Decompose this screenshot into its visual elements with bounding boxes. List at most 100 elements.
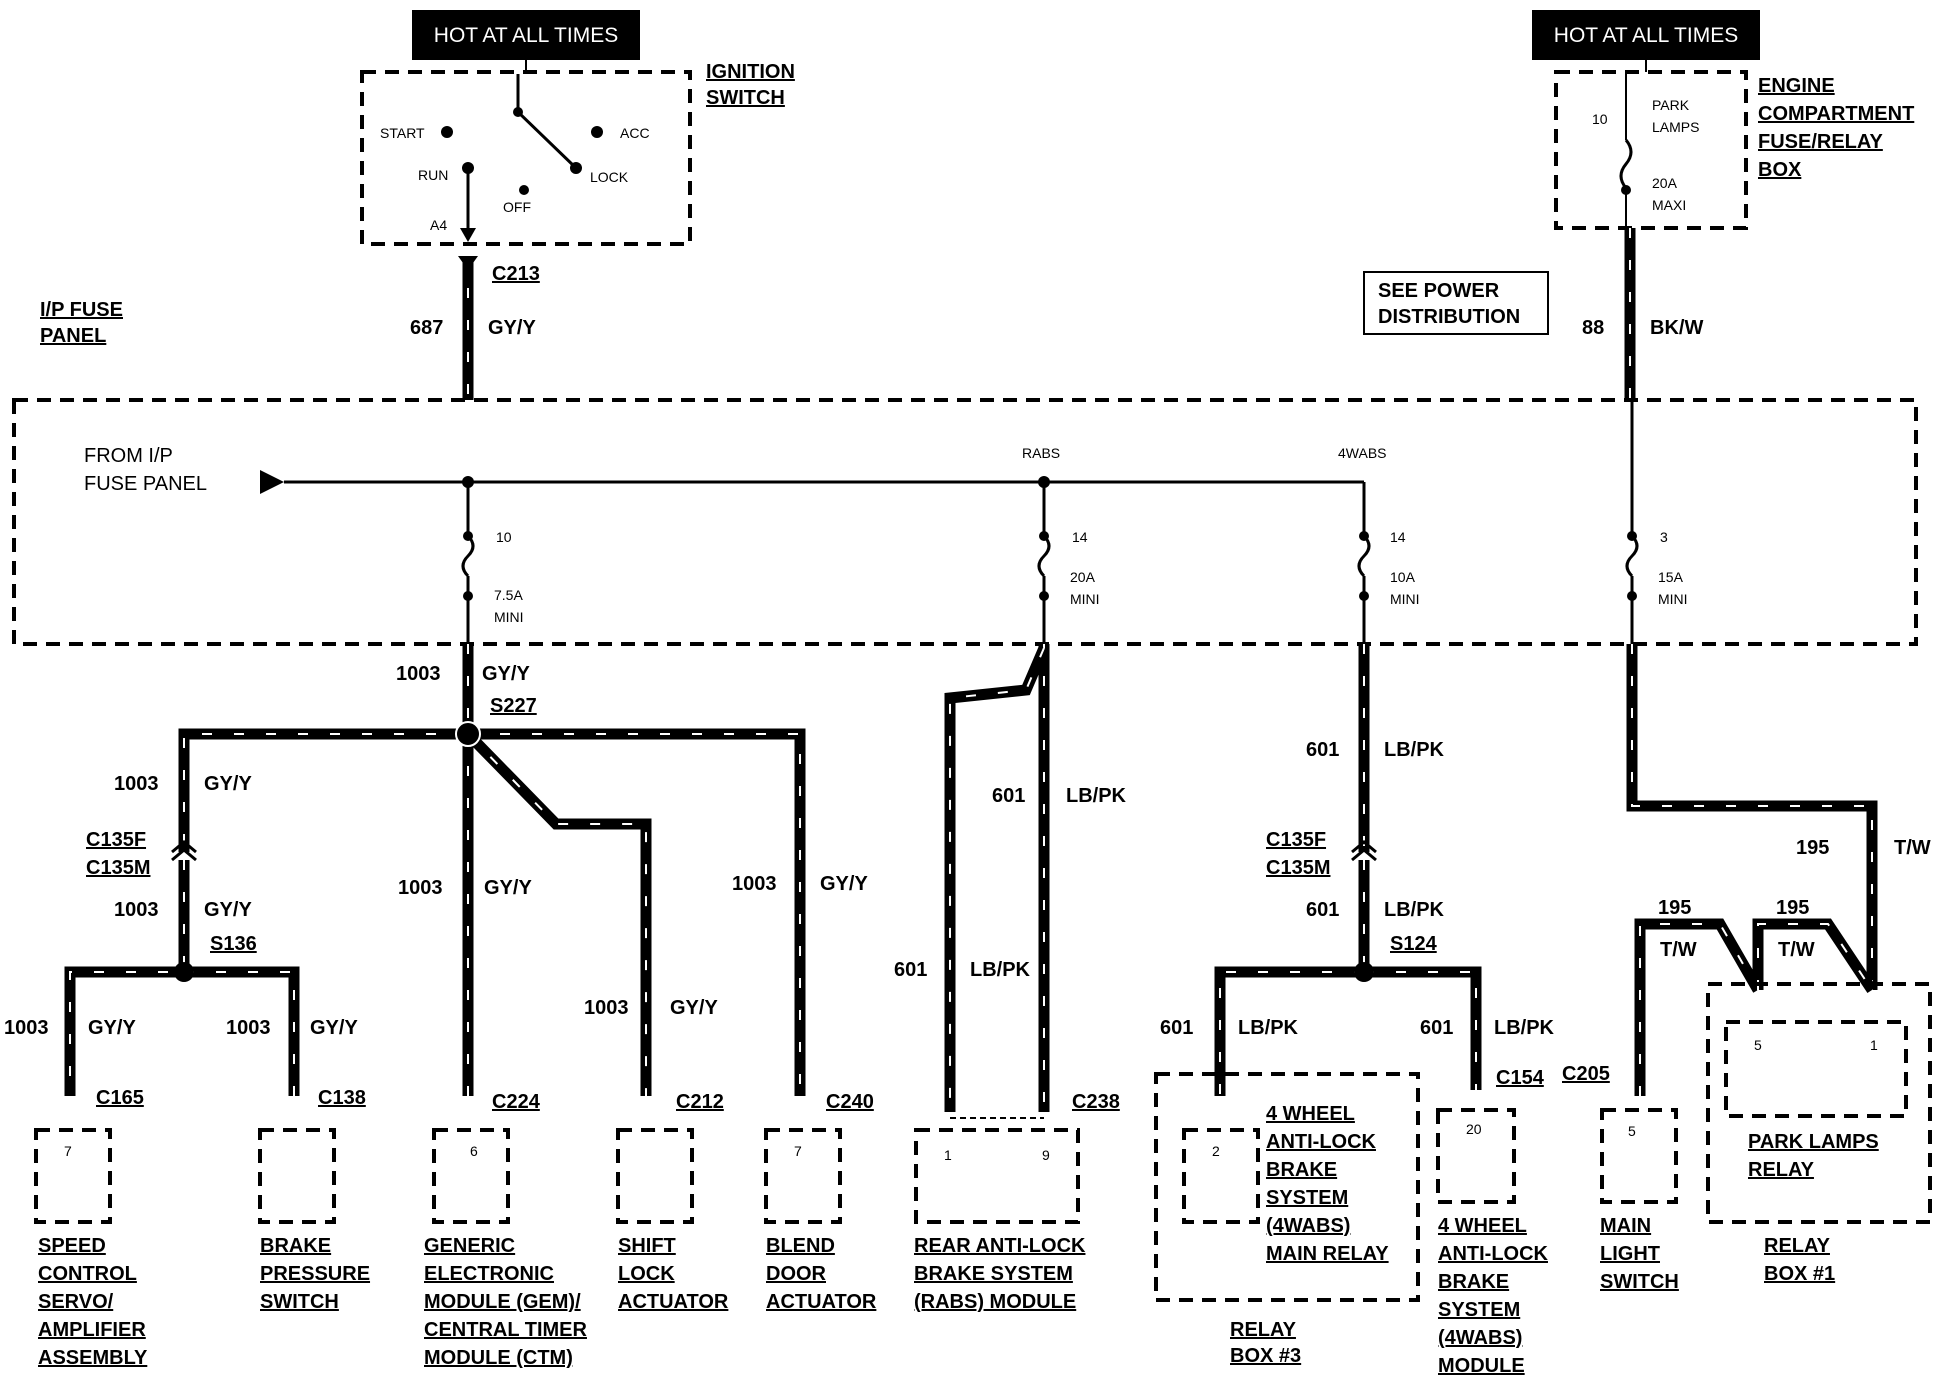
svg-text:C135M: C135M bbox=[86, 857, 150, 879]
svg-text:FROM I/P: FROM I/P bbox=[84, 445, 173, 467]
svg-text:LIGHT: LIGHT bbox=[1600, 1243, 1660, 1265]
svg-text:GY/Y: GY/Y bbox=[670, 997, 718, 1019]
svg-text:5: 5 bbox=[1754, 1037, 1762, 1053]
generic-electronic-module: 6 GENERIC ELECTRONIC MODULE (GEM)/ CENTR… bbox=[424, 1128, 588, 1369]
svg-text:LB/PK: LB/PK bbox=[1494, 1017, 1555, 1039]
svg-text:C165: C165 bbox=[96, 1087, 144, 1109]
shift-lock-actuator: SHIFT LOCK ACTUATOR bbox=[616, 1128, 729, 1313]
svg-text:C154: C154 bbox=[1496, 1067, 1545, 1089]
svg-text:7: 7 bbox=[794, 1143, 802, 1159]
main-light-switch: 5 MAIN LIGHT SWITCH bbox=[1600, 1108, 1679, 1293]
svg-text:ANTI-LOCK: ANTI-LOCK bbox=[1266, 1131, 1377, 1153]
svg-text:HOT AT ALL TIMES: HOT AT ALL TIMES bbox=[1554, 24, 1738, 47]
svg-text:GY/Y: GY/Y bbox=[204, 773, 252, 795]
svg-text:20A: 20A bbox=[1070, 569, 1096, 585]
svg-text:C205: C205 bbox=[1562, 1063, 1610, 1085]
svg-text:C138: C138 bbox=[318, 1087, 366, 1109]
svg-text:LB/PK: LB/PK bbox=[1384, 739, 1445, 761]
svg-text:BRAKE: BRAKE bbox=[260, 1235, 331, 1257]
svg-text:7.5A: 7.5A bbox=[494, 587, 523, 603]
ip-fuse-panel: I/P FUSE PANEL FROM I/P FUSE PANEL RABS … bbox=[12, 299, 1918, 646]
fuse-10: 10 7.5A MINI bbox=[461, 482, 524, 644]
svg-text:RELAY: RELAY bbox=[1748, 1159, 1815, 1181]
svg-text:LB/PK: LB/PK bbox=[1238, 1017, 1299, 1039]
svg-text:I/P FUSE: I/P FUSE bbox=[40, 299, 123, 321]
svg-text:10: 10 bbox=[1592, 111, 1608, 127]
svg-text:ANTI-LOCK: ANTI-LOCK bbox=[1438, 1243, 1549, 1265]
svg-text:CENTRAL TIMER: CENTRAL TIMER bbox=[424, 1319, 588, 1341]
brake-pressure-switch: BRAKE PRESSURE SWITCH bbox=[258, 1128, 370, 1313]
svg-text:9: 9 bbox=[1042, 1147, 1050, 1163]
svg-text:1: 1 bbox=[944, 1147, 952, 1163]
svg-text:14: 14 bbox=[1390, 529, 1406, 545]
svg-text:LB/PK: LB/PK bbox=[1384, 899, 1445, 921]
svg-text:ELECTRONIC: ELECTRONIC bbox=[424, 1263, 554, 1285]
svg-text:SYSTEM: SYSTEM bbox=[1266, 1187, 1348, 1209]
svg-text:LAMPS: LAMPS bbox=[1652, 119, 1699, 135]
svg-text:BK/W: BK/W bbox=[1650, 317, 1703, 339]
svg-text:LB/PK: LB/PK bbox=[970, 959, 1031, 981]
svg-text:BOX: BOX bbox=[1758, 159, 1802, 181]
wire-687 bbox=[458, 256, 478, 400]
svg-text:RELAY: RELAY bbox=[1230, 1319, 1297, 1341]
svg-text:BRAKE: BRAKE bbox=[1266, 1159, 1337, 1181]
svg-text:MODULE: MODULE bbox=[1438, 1355, 1525, 1376]
relay-box-3: 2 4 WHEEL ANTI-LOCK BRAKE SYSTEM (4WABS)… bbox=[1154, 1072, 1420, 1367]
svg-text:RUN: RUN bbox=[418, 167, 448, 183]
svg-text:10: 10 bbox=[496, 529, 512, 545]
wire-labels: 687 GY/Y C213 88 BK/W 1003 GY/Y S227 100… bbox=[4, 263, 1931, 1113]
svg-text:88: 88 bbox=[1582, 317, 1604, 339]
svg-text:SPEED: SPEED bbox=[38, 1235, 106, 1257]
hot-label-left: HOT AT ALL TIMES bbox=[412, 10, 640, 60]
svg-text:START: START bbox=[380, 125, 425, 141]
wire-601-4wabs bbox=[1214, 644, 1482, 1096]
svg-text:1003: 1003 bbox=[732, 873, 777, 895]
svg-text:DOOR: DOOR bbox=[766, 1263, 827, 1285]
4wabs-module: 20 4 WHEEL ANTI-LOCK BRAKE SYSTEM (4WABS… bbox=[1436, 1108, 1549, 1376]
svg-text:SWITCH: SWITCH bbox=[1600, 1271, 1679, 1293]
svg-text:MAXI: MAXI bbox=[1652, 197, 1686, 213]
svg-text:COMPARTMENT: COMPARTMENT bbox=[1758, 103, 1914, 125]
svg-text:PRESSURE: PRESSURE bbox=[260, 1263, 370, 1285]
svg-text:195: 195 bbox=[1796, 837, 1829, 859]
svg-text:3: 3 bbox=[1660, 529, 1668, 545]
svg-text:4 WHEEL: 4 WHEEL bbox=[1266, 1103, 1355, 1125]
svg-text:HOT AT ALL TIMES: HOT AT ALL TIMES bbox=[434, 24, 618, 47]
svg-text:T/W: T/W bbox=[1894, 837, 1931, 859]
rabs-module: 1 9 REAR ANTI-LOCK BRAKE SYSTEM (RABS) M… bbox=[914, 1128, 1086, 1313]
svg-text:GY/Y: GY/Y bbox=[88, 1017, 136, 1039]
svg-text:2: 2 bbox=[1212, 1143, 1220, 1159]
svg-text:LOCK: LOCK bbox=[618, 1263, 675, 1285]
svg-text:4WABS: 4WABS bbox=[1338, 445, 1387, 461]
svg-text:C135F: C135F bbox=[1266, 829, 1326, 851]
engine-fuse-relay-box: ENGINE COMPARTMENT FUSE/RELAY BOX 10 PAR… bbox=[1554, 60, 1914, 230]
svg-text:BLEND: BLEND bbox=[766, 1235, 835, 1257]
svg-text:SERVO/: SERVO/ bbox=[38, 1291, 114, 1313]
svg-text:(4WABS): (4WABS) bbox=[1438, 1327, 1522, 1349]
svg-text:SEE POWER: SEE POWER bbox=[1378, 280, 1500, 302]
svg-text:GY/Y: GY/Y bbox=[310, 1017, 358, 1039]
svg-text:T/W: T/W bbox=[1778, 939, 1815, 961]
svg-text:C213: C213 bbox=[492, 263, 540, 285]
svg-text:RELAY: RELAY bbox=[1764, 1235, 1831, 1257]
svg-text:601: 601 bbox=[894, 959, 927, 981]
svg-text:ACC: ACC bbox=[620, 125, 650, 141]
svg-text:601: 601 bbox=[992, 785, 1025, 807]
svg-text:PARK LAMPS: PARK LAMPS bbox=[1748, 1131, 1879, 1153]
svg-text:7: 7 bbox=[64, 1143, 72, 1159]
svg-text:LOCK: LOCK bbox=[590, 169, 629, 185]
svg-text:C135F: C135F bbox=[86, 829, 146, 851]
svg-text:IGNITION: IGNITION bbox=[706, 61, 795, 83]
svg-text:FUSE/RELAY: FUSE/RELAY bbox=[1758, 131, 1884, 153]
svg-text:MINI: MINI bbox=[1390, 591, 1420, 607]
svg-text:S227: S227 bbox=[490, 695, 537, 717]
svg-text:BOX #3: BOX #3 bbox=[1230, 1345, 1301, 1367]
svg-text:10A: 10A bbox=[1390, 569, 1416, 585]
svg-text:GY/Y: GY/Y bbox=[488, 317, 536, 339]
wire-601-rabs bbox=[944, 644, 1050, 1119]
svg-text:MODULE (CTM): MODULE (CTM) bbox=[424, 1347, 573, 1369]
svg-text:BRAKE SYSTEM: BRAKE SYSTEM bbox=[914, 1263, 1073, 1285]
ignition-switch: IGNITION SWITCH START ACC RUN LOCK OFF A… bbox=[360, 60, 795, 246]
svg-text:SWITCH: SWITCH bbox=[260, 1291, 339, 1313]
